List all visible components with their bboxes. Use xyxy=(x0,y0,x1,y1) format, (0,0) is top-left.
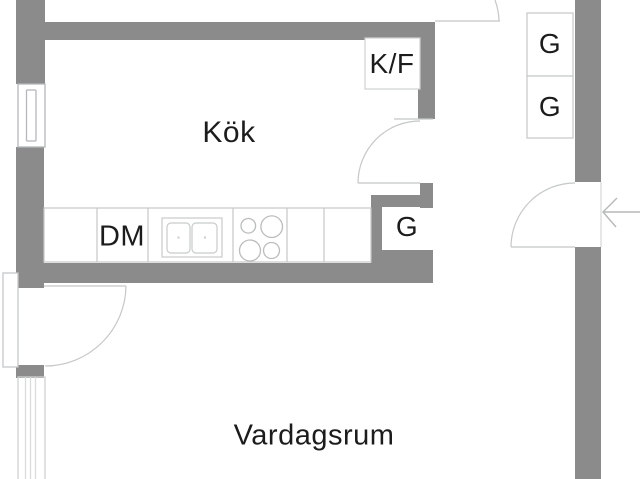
window-icon xyxy=(17,376,46,479)
room-label-kitchen: Kök xyxy=(202,116,256,149)
wall-right-upper xyxy=(575,0,601,182)
door-swing-icon xyxy=(44,285,127,367)
door-swing-icon xyxy=(435,0,500,22)
wall-closet-bottom xyxy=(382,250,433,264)
entrance-arrow-icon xyxy=(602,197,640,228)
door-swing-icon xyxy=(510,182,602,248)
fridge-freezer-label: K/F xyxy=(369,48,415,79)
wall-left-stub xyxy=(16,365,44,378)
door-swing-icon xyxy=(357,118,433,184)
closet-label-kitchen: G xyxy=(395,211,419,242)
dishwasher-label: DM xyxy=(98,220,146,253)
wall-closet-top xyxy=(371,195,433,207)
closet-label-hall-top: G xyxy=(538,28,562,59)
room-label-living-room: Vardagsrum xyxy=(233,419,395,452)
closet-label-hall-bottom: G xyxy=(538,91,562,122)
fridge-freezer-box xyxy=(364,37,421,90)
wardrobe-boxes xyxy=(526,12,574,139)
wall-left-upper xyxy=(16,0,45,84)
window-icon xyxy=(17,83,46,148)
balcony-door-icon xyxy=(2,272,19,368)
wall-closet-left xyxy=(371,195,382,265)
sink-icon xyxy=(161,217,223,258)
wall-top xyxy=(44,22,418,40)
stove-icon xyxy=(238,215,284,262)
wall-kitchen-bottom xyxy=(16,263,433,283)
wall-right-lower xyxy=(575,247,601,479)
wall-kitchen-right xyxy=(418,22,435,119)
